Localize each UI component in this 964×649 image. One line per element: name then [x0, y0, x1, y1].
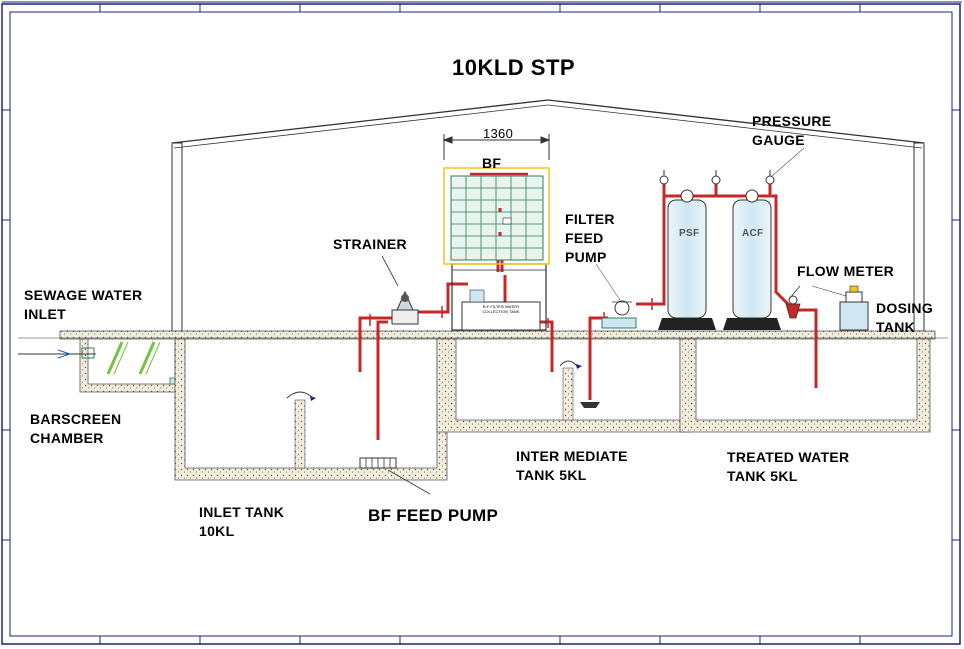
filter-feed-pump: [601, 300, 637, 329]
frame-ticks: [2, 4, 960, 644]
shed-structure: [171, 99, 925, 332]
intermediate-tank-internals: [559, 360, 600, 421]
treated-water-tank: [679, 338, 931, 433]
ground-slab: [59, 330, 936, 340]
pressure-gauges: [659, 170, 775, 185]
inlet-tank-internals: [286, 391, 431, 495]
dosing-tank: [811, 285, 869, 331]
barscreen-label: BARSCREEN CHAMBER: [30, 411, 122, 446]
collection-tank: [451, 263, 547, 331]
psf-label: PSF: [679, 228, 700, 239]
inlet-tank-label: INLET TANK 10KL: [199, 504, 285, 539]
strainer: [381, 255, 419, 325]
bf-feed-pump-label: BF FEED PUMP: [368, 506, 499, 525]
sewage-inlet-label: SEWAGE WATER INLET: [24, 287, 143, 322]
acf-label: ACF: [742, 228, 764, 239]
pressure-gauge-label: PRESSURE GAUGE: [752, 113, 832, 148]
strainer-label: STRAINER: [333, 236, 407, 252]
bf-label: BF: [482, 155, 502, 171]
barscreen-chamber: [18, 338, 185, 393]
dosing-tank-label: DOSING TANK: [876, 300, 934, 335]
inlet-tank: [174, 338, 448, 481]
bf-filter: [443, 167, 550, 265]
collection-tank-label: B.F FILTER WATER COLLECTION TANK: [482, 304, 520, 314]
intermediate-tank-label: INTER MEDIATE TANK 5KL: [516, 448, 628, 483]
psf-vessel: [658, 189, 716, 330]
filter-feed-pump-label: FILTER FEED PUMP: [565, 211, 615, 265]
acf-vessel: [723, 189, 781, 330]
flow-meter: [785, 285, 801, 319]
flow-meter-label: FLOW METER: [797, 263, 895, 279]
treated-water-tank-label: TREATED WATER TANK 5KL: [727, 449, 850, 484]
dimension-line: [442, 134, 551, 160]
dimension-label: 1360: [483, 126, 514, 141]
diagram-title: 10KLD STP: [452, 55, 576, 80]
leader-lines: [595, 147, 805, 301]
